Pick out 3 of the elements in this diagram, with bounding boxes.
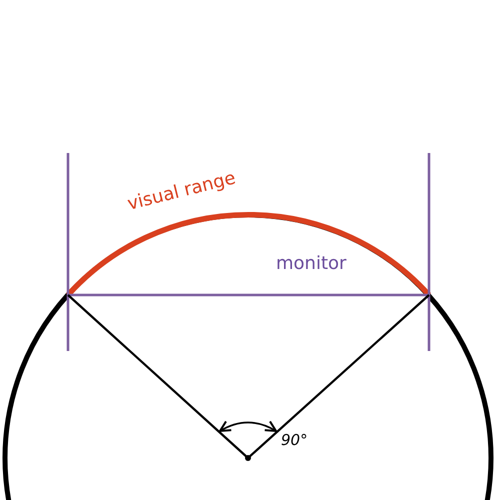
angle-label: 90° (281, 433, 308, 448)
arc-label: visual range (126, 170, 238, 214)
monitor-label: monitor (276, 255, 346, 273)
